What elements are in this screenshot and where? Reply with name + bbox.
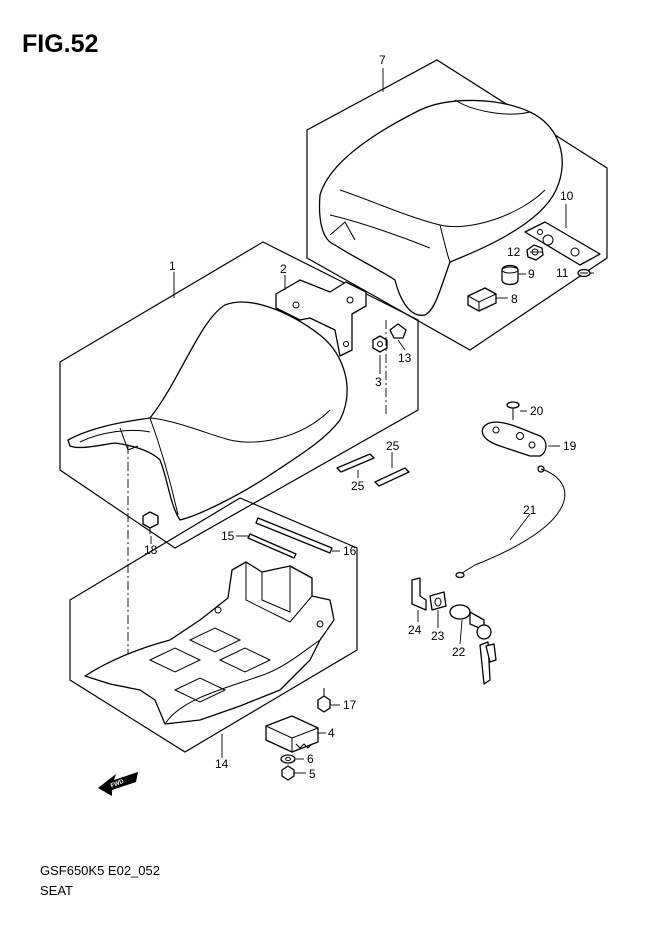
callout-11: 11 — [556, 266, 569, 280]
fwd-arrow-icon: FWD — [98, 772, 138, 796]
seat-lock-cable[interactable] — [455, 465, 566, 579]
callout-3: 3 — [375, 375, 382, 389]
clip-24[interactable] — [411, 577, 427, 611]
callout-20: 20 — [530, 404, 544, 418]
callout-19: 19 — [563, 439, 577, 453]
figure-title: FIG.52 — [22, 30, 99, 58]
section-name: SEAT — [40, 883, 73, 898]
callout-15: 15 — [221, 529, 235, 543]
model-code: GSF650K5 E02_052 — [40, 863, 160, 878]
nut-3[interactable] — [372, 335, 388, 353]
lock-bracket-19[interactable] — [481, 421, 547, 457]
tray-frame — [69, 497, 358, 753]
front-seat[interactable] — [67, 301, 348, 521]
fwd-label: FWD — [110, 779, 126, 790]
seat-tray[interactable] — [84, 561, 335, 725]
callout-7: 7 — [379, 53, 386, 67]
callout-6: 6 — [307, 752, 314, 766]
cap-23[interactable] — [429, 591, 447, 611]
cushion-9[interactable] — [501, 264, 519, 286]
callout-16: 16 — [343, 544, 357, 558]
callout-18: 18 — [144, 543, 158, 557]
rear-seat[interactable] — [318, 99, 563, 316]
screw-5[interactable] — [281, 765, 295, 781]
strip-16[interactable] — [255, 517, 333, 554]
front-seat-frame — [59, 241, 419, 549]
bolt-18[interactable] — [142, 511, 159, 534]
seat-bracket[interactable] — [275, 279, 367, 357]
washer-6[interactable] — [280, 754, 296, 764]
callout-22: 22 — [452, 645, 466, 659]
clip-8[interactable] — [467, 287, 497, 312]
callout-1: 1 — [169, 259, 176, 273]
callout-12: 12 — [507, 245, 521, 259]
callout-25-upper: 25 — [386, 439, 400, 453]
bolt-17[interactable] — [317, 688, 331, 713]
callout-24: 24 — [408, 623, 422, 637]
callout-2: 2 — [280, 262, 287, 276]
callout-21: 21 — [523, 503, 537, 517]
callout-14: 14 — [215, 757, 229, 771]
callout-25-lower: 25 — [351, 479, 365, 493]
screw-20[interactable] — [506, 401, 520, 420]
clip-13[interactable] — [389, 323, 407, 339]
callout-17: 17 — [343, 698, 357, 712]
screw-11[interactable] — [577, 268, 591, 278]
leader-lines — [150, 68, 594, 774]
callout-4: 4 — [328, 726, 335, 740]
callout-10: 10 — [560, 189, 574, 203]
rear-seat-frame — [306, 59, 608, 351]
damper-4[interactable] — [265, 715, 319, 753]
tape-25[interactable] — [336, 453, 410, 487]
callout-13: 13 — [398, 351, 412, 365]
seat-lock-plate[interactable] — [524, 221, 601, 266]
callout-8: 8 — [511, 292, 518, 306]
nut-12[interactable] — [526, 244, 544, 261]
seat-lock-22[interactable] — [449, 604, 497, 685]
callout-23: 23 — [431, 629, 445, 643]
callout-9: 9 — [528, 267, 535, 281]
strip-15[interactable] — [247, 533, 297, 559]
callout-5: 5 — [309, 767, 316, 781]
